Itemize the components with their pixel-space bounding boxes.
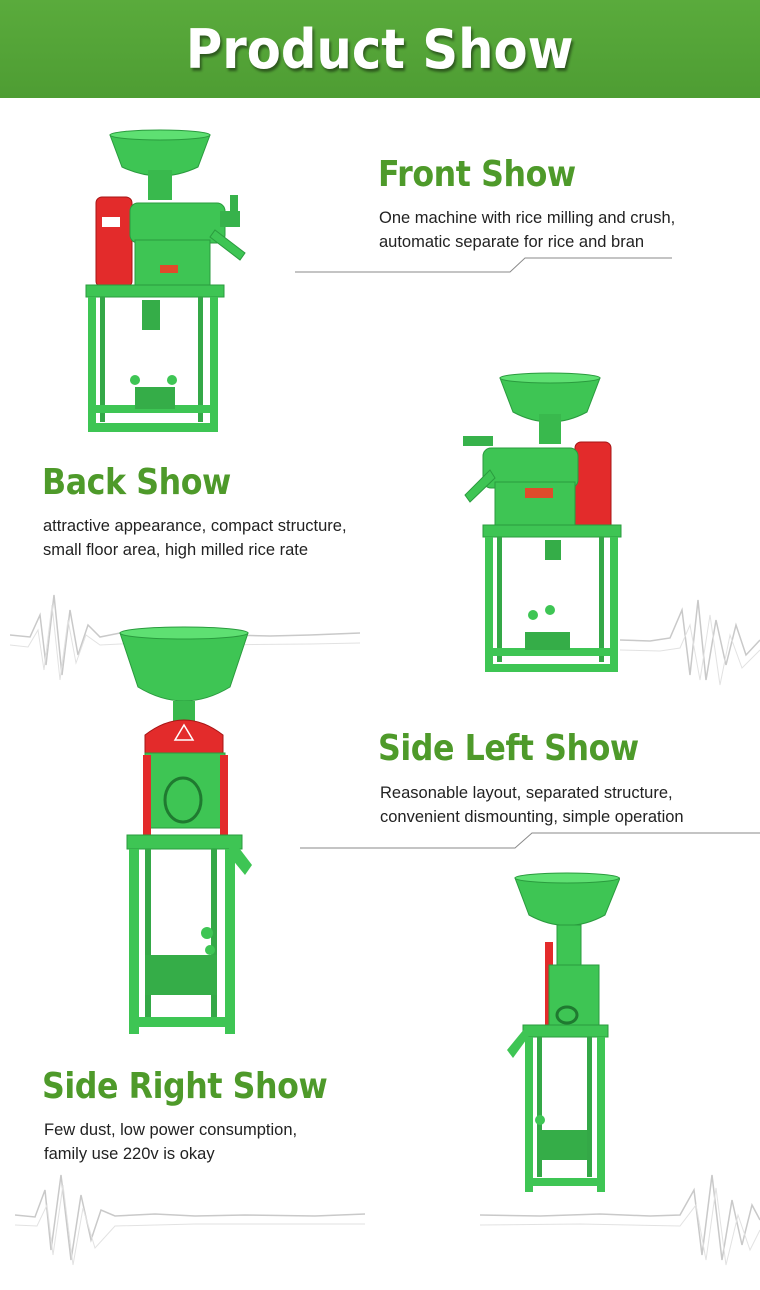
machine-front-image xyxy=(85,129,246,432)
section-desc-back: attractive appearance, compact structure… xyxy=(43,514,347,562)
section-desc-line: small floor area, high milled rice rate xyxy=(43,541,309,559)
decorative-wave-right-1 xyxy=(620,599,760,686)
machine-back-image xyxy=(463,372,622,672)
machine-side-right-image xyxy=(507,872,620,1192)
machine-side-left-image xyxy=(119,626,252,1034)
section-title-front: Front Show xyxy=(378,154,576,195)
section-desc-front: One machine with rice milling and crush,… xyxy=(379,206,675,254)
header-banner: Product Show xyxy=(0,0,760,98)
section-desc-line: attractive appearance, compact structure… xyxy=(43,517,347,535)
front-connector-line xyxy=(295,257,672,273)
section-title-back: Back Show xyxy=(42,462,231,503)
section-title-side-right: Side Right Show xyxy=(42,1066,328,1107)
section-desc-line: Reasonable layout, separated structure, xyxy=(380,784,673,802)
decorative-wave-left-2 xyxy=(15,1174,366,1266)
section-title-side-left: Side Left Show xyxy=(378,728,639,769)
section-desc-line: convenient dismounting, simple operation xyxy=(380,808,684,826)
section-desc-line: automatic separate for rice and bran xyxy=(379,233,645,251)
section-desc-side-right: Few dust, low power consumption, family … xyxy=(44,1118,297,1166)
section-desc-side-left: Reasonable layout, separated structure, … xyxy=(380,781,684,829)
decorative-wave-right-2 xyxy=(480,1174,760,1266)
section-desc-line: Few dust, low power consumption, xyxy=(44,1121,298,1139)
section-desc-line: family use 220v is okay xyxy=(44,1145,215,1163)
page-title: Product Show xyxy=(186,17,574,81)
side-left-connector-line xyxy=(300,832,760,849)
section-desc-line: One machine with rice milling and crush, xyxy=(379,209,676,227)
